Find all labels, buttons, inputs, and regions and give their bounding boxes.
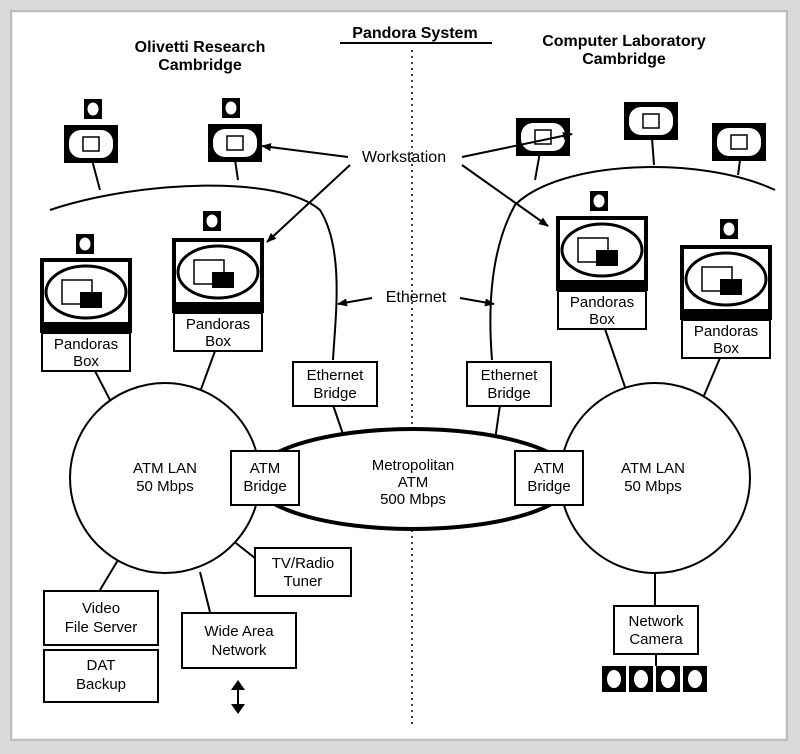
site-heading-left-line2: Cambridge — [158, 57, 242, 74]
atm-lan-left-line1: ATM LAN — [133, 460, 197, 477]
atm-bridge-right: ATM Bridge — [514, 450, 584, 506]
ethernet-curve-left — [49, 184, 338, 361]
label-line: Backup — [76, 676, 126, 693]
label-line: Ethernet — [481, 367, 539, 384]
monitor-base — [40, 328, 132, 333]
tv-radio-tuner-node: TV/Radio Tuner — [254, 547, 352, 597]
label-line: Network — [211, 642, 267, 659]
label-line: ATM — [534, 460, 565, 477]
label-line: Ethernet — [307, 367, 365, 384]
pandoras-box-node: Pandoras Box — [681, 319, 771, 359]
pandora-monitor-icon — [554, 214, 650, 292]
workstation-monitor-icon — [63, 124, 119, 164]
site-heading-left-line1: Olivetti Research — [135, 39, 266, 56]
camera-icon — [203, 211, 221, 231]
camera-icon — [222, 98, 240, 118]
ethernet-bridge-left: Ethernet Bridge — [292, 361, 378, 407]
pandoras-box-node: Pandoras Box — [173, 312, 263, 352]
label-line: Bridge — [313, 385, 356, 402]
label-line: DAT — [87, 657, 116, 674]
camera-array-icon — [602, 666, 707, 692]
label-line: Bridge — [243, 478, 286, 495]
workstation-monitor-icon — [711, 122, 767, 162]
label-line: Bridge — [487, 385, 530, 402]
workstation-monitor-icon — [623, 101, 679, 141]
label-line: ATM — [250, 460, 281, 477]
label-line: Tuner — [284, 573, 323, 590]
network-camera-node: Network Camera — [613, 605, 699, 655]
ethernet-arrows — [337, 297, 495, 307]
label-line: Box — [589, 311, 615, 328]
metro-label-line3: 500 Mbps — [380, 491, 446, 508]
label-line: File Server — [65, 619, 138, 636]
pandoras-box-node: Pandoras Box — [41, 332, 131, 372]
ethernet-bridge-right: Ethernet Bridge — [466, 361, 552, 407]
label-line: Box — [713, 340, 739, 357]
atm-bridge-left: ATM Bridge — [230, 450, 300, 506]
monitor-base — [556, 286, 648, 291]
camera-icon — [720, 219, 738, 239]
dat-backup-node: DAT Backup — [43, 649, 159, 703]
wide-area-network-node: Wide Area Network — [181, 612, 297, 669]
pandora-monitor-icon — [170, 236, 266, 314]
workstation-monitor-icon — [207, 123, 263, 163]
workstation-label: Workstation — [362, 149, 446, 166]
ethernet-label: Ethernet — [386, 289, 447, 306]
workstation-arrows — [261, 131, 573, 243]
label-line: Pandoras — [694, 323, 758, 340]
pandora-monitor-icon — [38, 256, 134, 334]
site-heading-right-line1: Computer Laboratory — [542, 33, 706, 50]
label-line: Network — [628, 613, 684, 630]
label-line: Box — [205, 333, 231, 350]
monitor-base — [172, 308, 264, 313]
camera-icon — [84, 99, 102, 119]
atm-lan-right-line2: 50 Mbps — [624, 478, 682, 495]
label-line: Pandoras — [186, 316, 250, 333]
workstation-drops — [91, 137, 741, 191]
label-line: Camera — [629, 631, 683, 648]
label-line: Wide Area — [204, 623, 274, 640]
metro-label-line1: Metropolitan — [372, 457, 455, 474]
diagram-title: Pandora System — [352, 25, 477, 42]
pandora-monitor-icon — [678, 243, 774, 321]
metro-label-line2: ATM — [398, 474, 429, 491]
label-line: Box — [73, 353, 99, 370]
label-line: Video — [82, 600, 120, 617]
label-line: Pandoras — [54, 336, 118, 353]
double-arrow-icon — [231, 680, 245, 714]
label-line: Pandoras — [570, 294, 634, 311]
monitor-base — [680, 315, 772, 320]
atm-lan-right-line1: ATM LAN — [621, 460, 685, 477]
site-heading-right-line2: Cambridge — [582, 51, 666, 68]
label-line: TV/Radio — [272, 555, 335, 572]
label-line: Bridge — [527, 478, 570, 495]
camera-icon — [76, 234, 94, 254]
video-file-server-node: Video File Server — [43, 590, 159, 646]
camera-icon — [590, 191, 608, 211]
pandoras-box-node: Pandoras Box — [557, 290, 647, 330]
atm-lan-left-line2: 50 Mbps — [136, 478, 194, 495]
